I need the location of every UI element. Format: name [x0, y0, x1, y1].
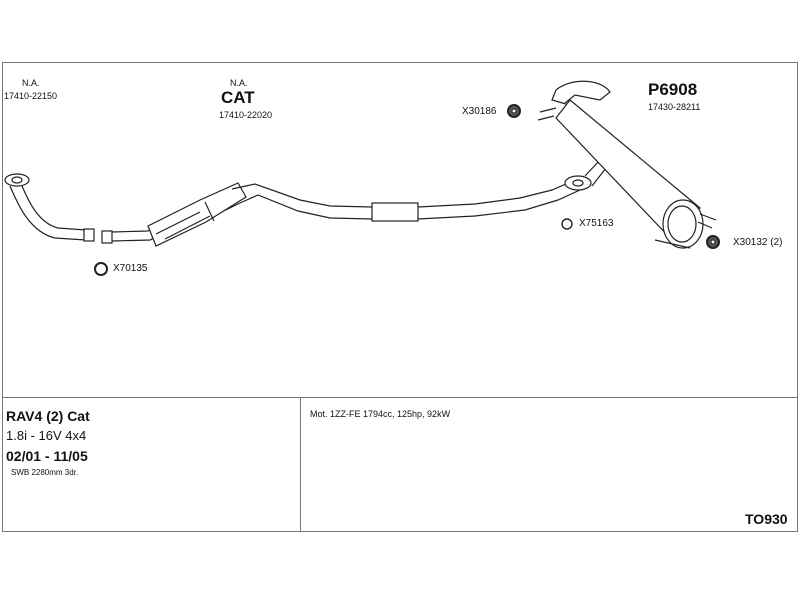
x30132-label: X30132 (2)	[733, 237, 783, 248]
front-pipe-part-number: 17410-22150	[4, 91, 58, 101]
cat-part-number: 17410-22020	[219, 110, 273, 120]
info-column-divider	[300, 397, 301, 532]
system-code: TO930	[745, 511, 788, 527]
gasket-rings	[94, 104, 720, 276]
rear-silencer-title: P6908	[648, 80, 698, 99]
front-pipe-na-label: N.A.	[22, 78, 40, 88]
x30186-label: X30186	[462, 106, 497, 117]
x75163-label: X75163	[579, 218, 614, 229]
vehicle-model: RAV4 (2) Cat	[6, 408, 90, 424]
vehicle-engine: 1.8i - 16V 4x4	[6, 428, 87, 443]
x70135-label: X70135	[113, 263, 148, 274]
vehicle-years: 02/01 - 11/05	[6, 448, 88, 464]
cat-title: CAT	[221, 88, 255, 107]
vehicle-body: SWB 2280mm 3dr.	[11, 468, 79, 477]
motor-spec: Mot. 1ZZ-FE 1794cc, 125hp, 92kW	[310, 409, 451, 419]
rear-silencer	[537, 80, 717, 249]
cat-na-label: N.A.	[230, 78, 248, 88]
catalytic-converter	[101, 182, 373, 247]
info-divider	[2, 397, 798, 398]
front-pipe	[4, 173, 95, 242]
center-pipe	[371, 179, 581, 222]
rear-silencer-part-number: 17430-28211	[648, 102, 701, 112]
diagram-frame	[2, 62, 798, 532]
